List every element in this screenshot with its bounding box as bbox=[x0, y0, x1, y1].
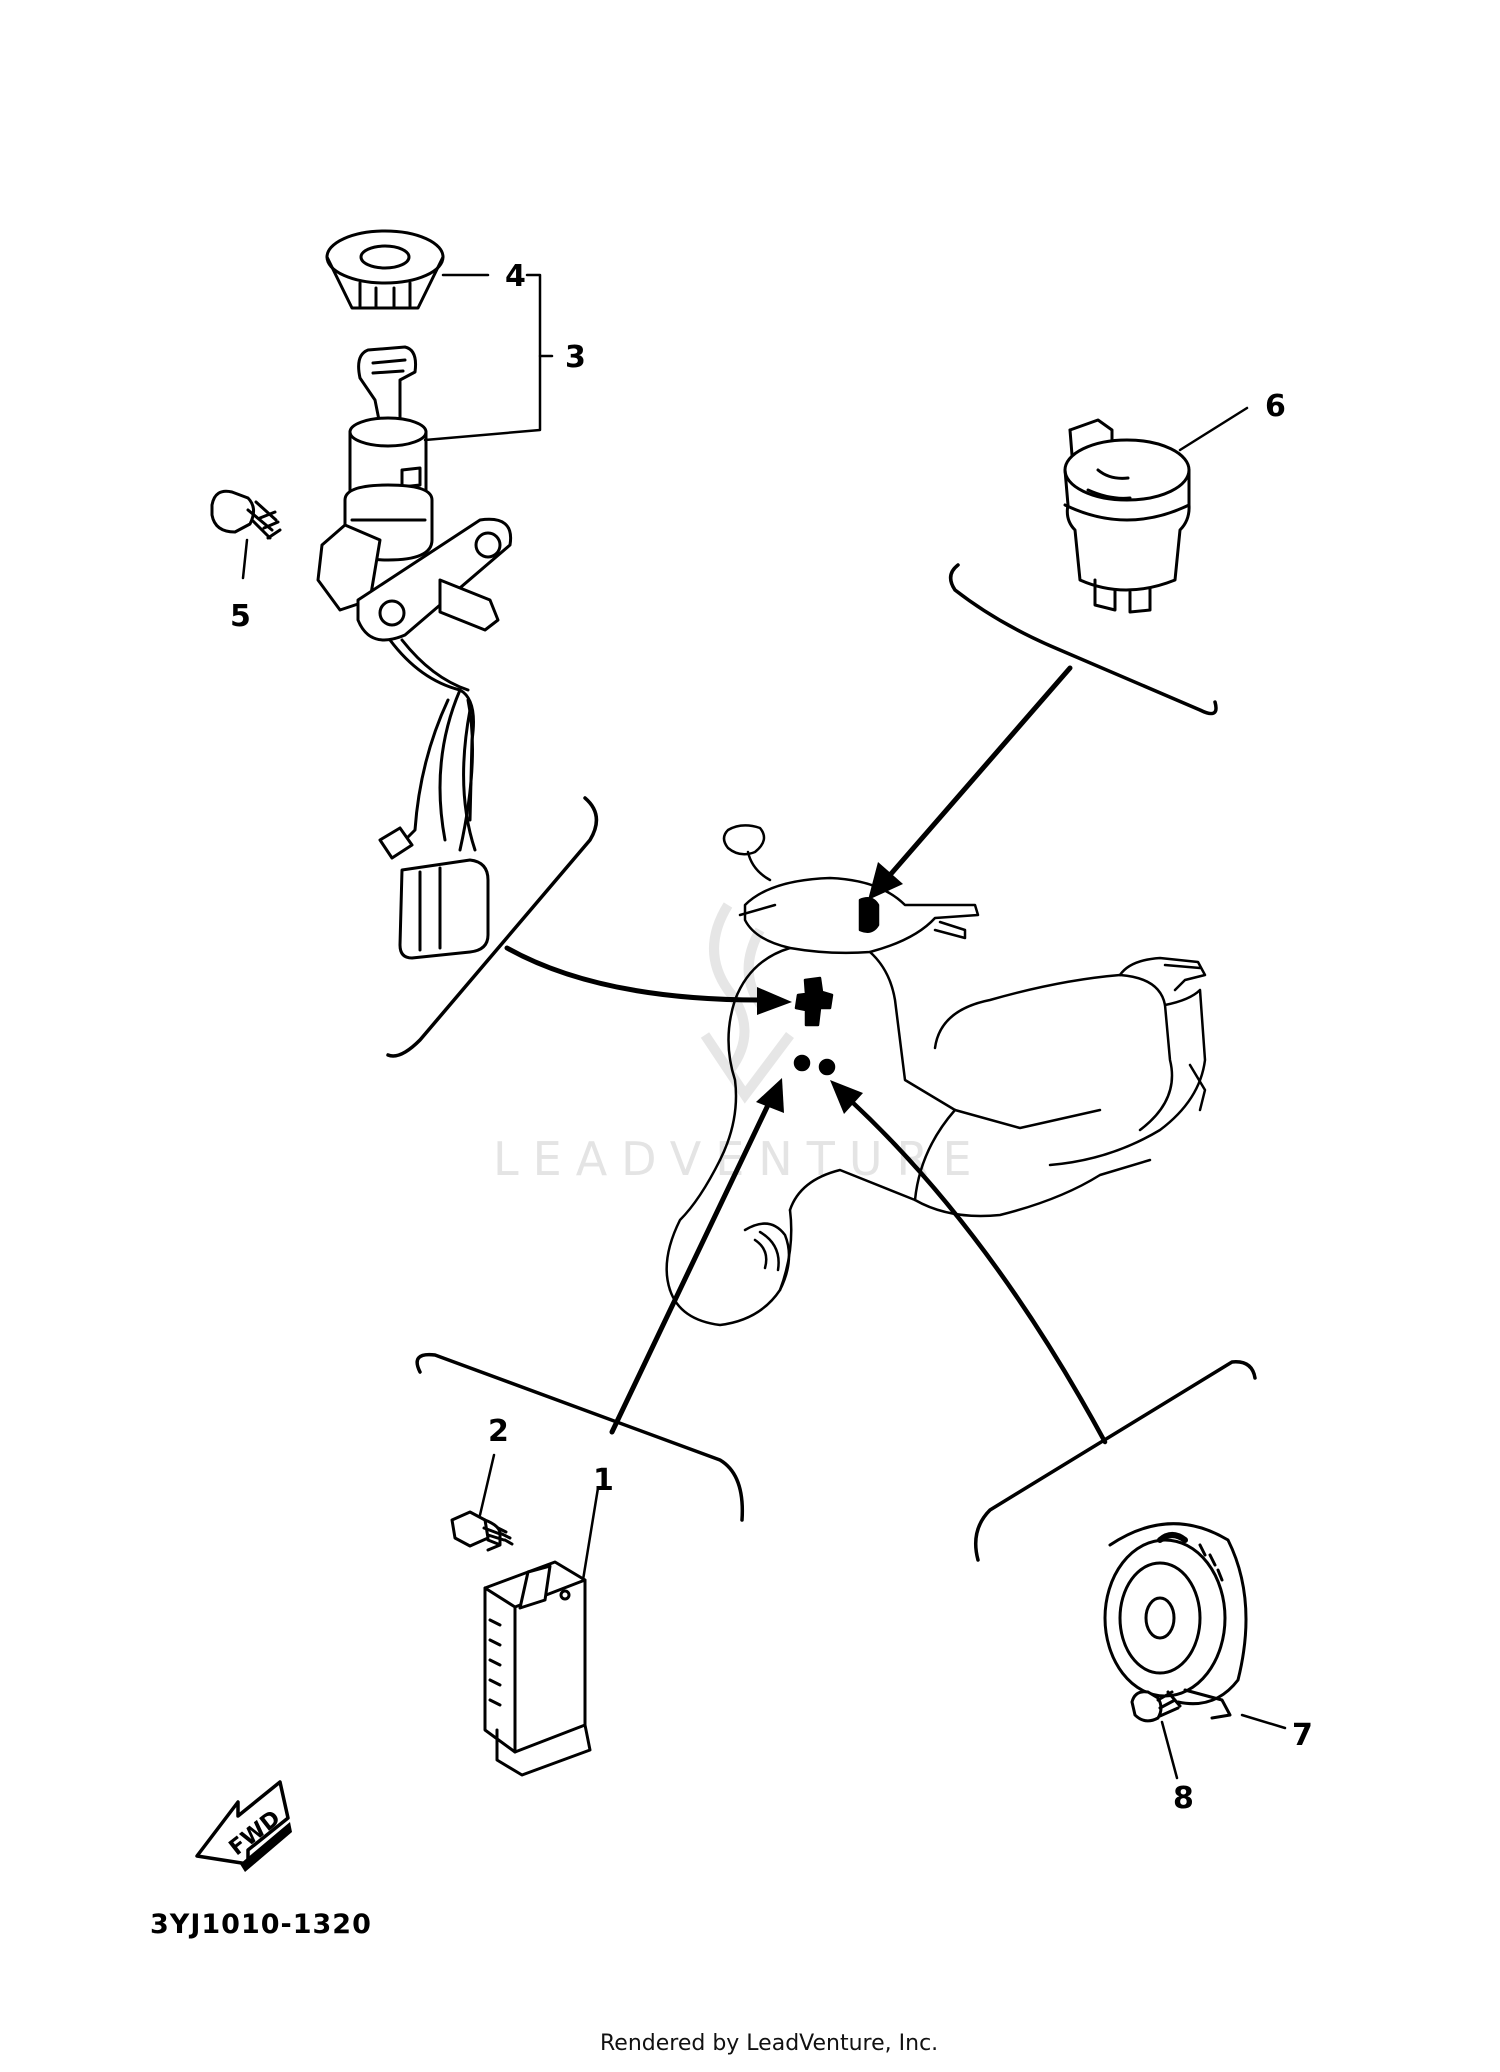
bracket-relay bbox=[948, 563, 1218, 716]
bracket-horn bbox=[974, 1360, 1257, 1562]
callout-3: 3 bbox=[565, 340, 586, 375]
bolt-part-2 bbox=[450, 1510, 514, 1552]
group-brackets bbox=[386, 563, 1257, 1562]
leader-arrows bbox=[504, 665, 1108, 1445]
callout-leaders bbox=[241, 273, 1287, 1780]
callout-2: 2 bbox=[488, 1414, 509, 1449]
cdi-unit-part-1 bbox=[483, 1560, 592, 1777]
callout-4: 4 bbox=[505, 259, 526, 294]
screw-part-8 bbox=[1130, 1690, 1182, 1723]
footer-credit: Rendered by LeadVenture, Inc. bbox=[600, 2031, 938, 2056]
callout-6: 6 bbox=[1265, 389, 1286, 424]
main-switch-part-3 bbox=[316, 345, 513, 960]
screw-part-5 bbox=[210, 489, 282, 540]
horn-part-7 bbox=[1103, 1522, 1248, 1720]
flasher-relay-part-6 bbox=[1063, 418, 1191, 614]
callout-5: 5 bbox=[230, 599, 251, 634]
callout-1: 1 bbox=[593, 1463, 614, 1498]
diagram-code: 3YJ1010-1320 bbox=[150, 1909, 372, 1940]
callout-7: 7 bbox=[1292, 1718, 1313, 1753]
cap-part-4 bbox=[325, 229, 445, 310]
watermark: LEADVENTURE bbox=[493, 902, 986, 1186]
bracket-cdi bbox=[415, 1352, 745, 1522]
callout-numbers: 4 3 5 6 1 2 7 8 bbox=[230, 259, 1313, 1816]
fwd-arrow-icon: FWD bbox=[195, 1780, 292, 1872]
bracket-main-switch bbox=[386, 796, 599, 1058]
scooter-outline bbox=[665, 824, 1207, 1327]
watermark-text: LEADVENTURE bbox=[493, 1132, 986, 1186]
callout-8: 8 bbox=[1173, 1781, 1194, 1816]
